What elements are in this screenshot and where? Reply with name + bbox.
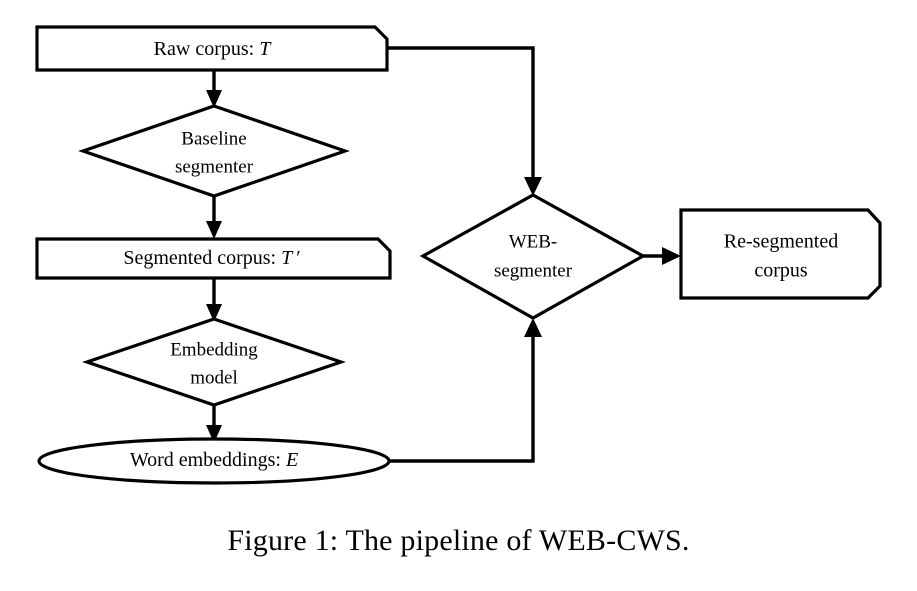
arrow-head-icon xyxy=(524,318,542,337)
segmented-corpus-label-symbol: T xyxy=(281,247,294,269)
node-baseline-segmenter[interactable]: Baseline segmenter xyxy=(78,104,350,198)
segmented-corpus-label-prime: ′ xyxy=(292,247,300,269)
node-segmented-corpus[interactable]: Segmented corpus: T ′ xyxy=(35,237,392,280)
raw-corpus-label: Raw corpus: T xyxy=(154,38,273,60)
edge-embedding-to-word-embeddings xyxy=(206,405,222,443)
arrow-head-icon xyxy=(662,247,681,265)
segmented-corpus-shape xyxy=(35,237,392,280)
edge-web-segmenter-to-re-segmented xyxy=(643,247,681,265)
re-segmented-corpus-shape xyxy=(679,208,882,300)
embedding-model-line1: Embedding xyxy=(170,339,258,360)
word-embeddings-label: Word embeddings: E xyxy=(130,449,298,471)
web-segmenter-line1: WEB- xyxy=(509,231,558,252)
web-segmenter-shape xyxy=(419,193,647,320)
embedding-model-shape xyxy=(82,317,346,407)
edge-raw-to-baseline xyxy=(206,70,222,108)
arrow-head-icon xyxy=(206,221,222,239)
word-embeddings-label-text: Word embeddings: xyxy=(130,449,286,471)
word-embeddings-label-symbol: E xyxy=(285,449,298,471)
edge-raw-to-web-segmenter xyxy=(387,46,542,196)
baseline-segmenter-shape xyxy=(78,104,350,198)
node-web-segmenter[interactable]: WEB- segmenter xyxy=(419,193,647,320)
re-segmented-corpus-line2: corpus xyxy=(754,260,808,282)
node-raw-corpus[interactable]: Raw corpus: T xyxy=(35,25,389,72)
raw-corpus-label-text: Raw corpus: xyxy=(154,38,260,60)
baseline-segmenter-line2: segmenter xyxy=(175,156,254,177)
arrow-head-icon xyxy=(524,177,542,196)
node-embedding-model[interactable]: Embedding model xyxy=(82,317,346,407)
segmented-corpus-label: Segmented corpus: T ′ xyxy=(123,247,300,269)
word-embeddings-shape xyxy=(37,437,391,485)
web-segmenter-line2: segmenter xyxy=(494,260,573,281)
node-word-embeddings[interactable]: Word embeddings: E xyxy=(37,437,391,485)
raw-corpus-label-symbol: T xyxy=(259,38,272,60)
segmented-corpus-label-text: Segmented corpus: xyxy=(123,247,281,269)
node-re-segmented-corpus[interactable]: Re-segmented corpus xyxy=(679,208,882,300)
raw-corpus-shape xyxy=(35,25,389,72)
edge-segmented-to-embedding xyxy=(206,278,222,322)
re-segmented-corpus-line1: Re-segmented xyxy=(724,231,838,253)
edge-baseline-to-segmented xyxy=(206,196,222,239)
figure-caption: Figure 1: The pipeline of WEB-CWS. xyxy=(227,524,690,557)
arrow-head-icon xyxy=(206,90,222,108)
embedding-model-line2: model xyxy=(190,367,238,388)
arrow-head-icon xyxy=(206,425,222,443)
edge-word-embeddings-to-web-segmenter xyxy=(389,318,542,463)
baseline-segmenter-line1: Baseline xyxy=(181,128,246,149)
arrow-head-icon xyxy=(206,304,222,322)
